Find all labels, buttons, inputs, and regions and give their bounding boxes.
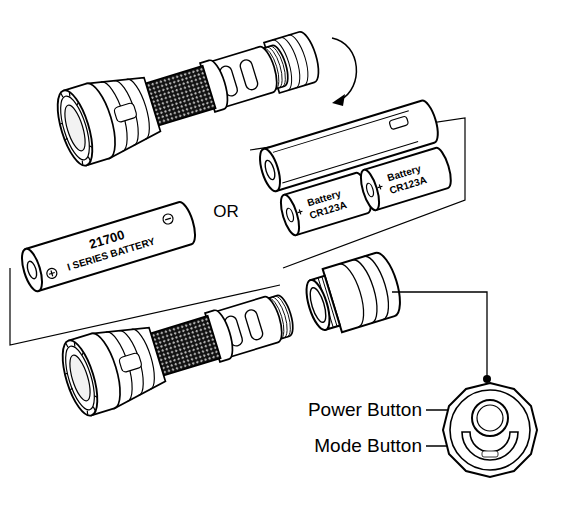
battery-cr123a	[297, 209, 303, 215]
battery-holder	[263, 159, 276, 180]
tail-cap-end-view	[450, 390, 530, 470]
tail-cap-end-view	[443, 383, 537, 477]
battery-cr123a	[365, 182, 375, 197]
leader-line	[392, 292, 487, 376]
battery-21700	[162, 213, 174, 225]
battery-21700	[165, 218, 171, 220]
battery-holder	[389, 116, 409, 130]
flashlight-body	[56, 276, 302, 419]
flashlight-body	[56, 276, 302, 419]
option-word: OR	[213, 203, 239, 222]
battery-21700	[46, 267, 58, 279]
tail-cap-end-view	[443, 383, 537, 477]
part-name: Mode Button	[314, 436, 422, 457]
part-name: Power Button	[308, 400, 422, 421]
battery-21700	[26, 200, 200, 291]
tail-cap-end-view	[482, 451, 498, 457]
tail-cap	[300, 249, 406, 339]
tail-cap	[302, 278, 334, 333]
tail-cap-end-view	[477, 405, 503, 431]
battery-cr123a	[277, 193, 303, 237]
flashlight-assembled	[51, 26, 297, 169]
rotation-arrow	[332, 38, 356, 106]
tail-cap	[307, 286, 329, 324]
battery-cr123a	[357, 168, 383, 212]
battery-21700	[18, 247, 46, 294]
battery-21700	[18, 200, 199, 294]
battery-holder	[256, 147, 284, 194]
leader-dot	[483, 375, 491, 383]
battery-cr123a	[285, 207, 295, 222]
rotation-arrow	[332, 38, 356, 100]
battery-21700	[48, 270, 55, 277]
rotation-arrow	[332, 94, 345, 106]
tail-cap	[339, 253, 395, 327]
battery-cr123a	[357, 146, 454, 212]
battery-21700	[26, 260, 39, 280]
battery-cr123a	[277, 171, 374, 237]
tail-cap-end-view	[472, 400, 508, 436]
battery-cr123a	[377, 184, 383, 190]
